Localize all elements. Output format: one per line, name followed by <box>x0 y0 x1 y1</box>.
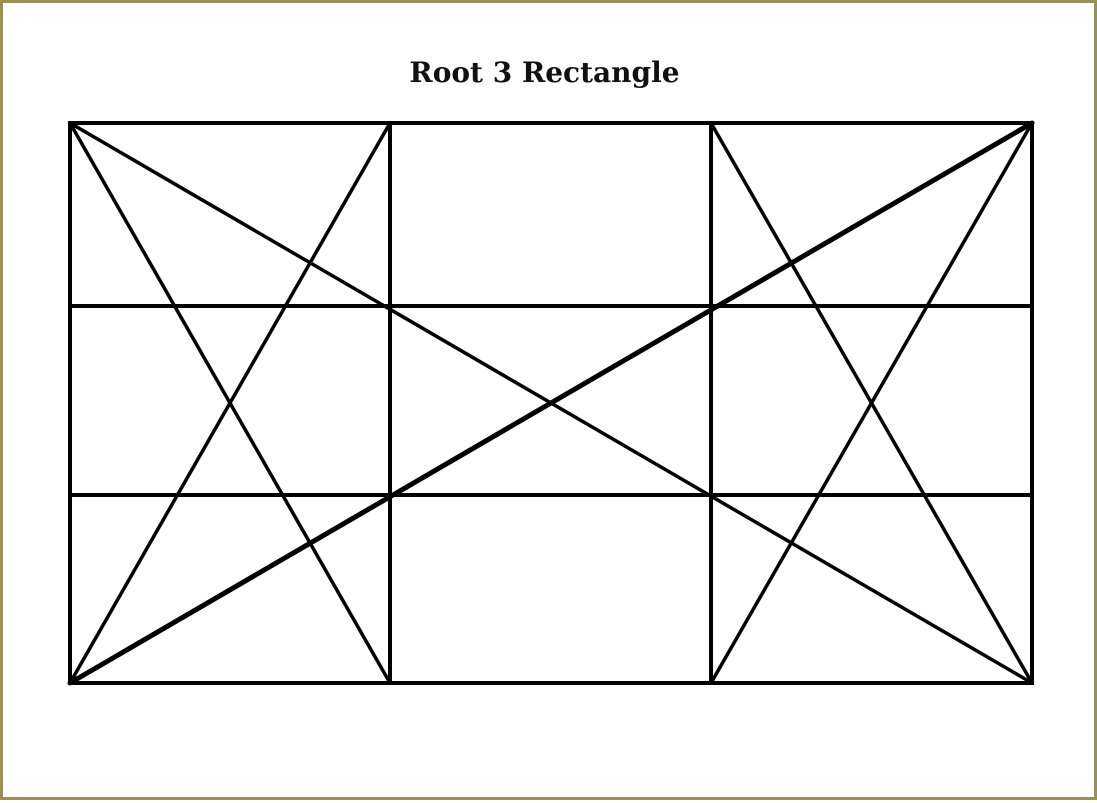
root-3-rectangle-diagram <box>67 120 1035 686</box>
outer-rectangle <box>68 121 1034 685</box>
main-diagonal-ascending <box>67 120 1035 686</box>
diagram-title: Root 3 Rectangle <box>409 56 680 89</box>
right-section-diagonal-ascending <box>709 121 1034 685</box>
left-section-diagonal-ascending <box>68 121 392 685</box>
